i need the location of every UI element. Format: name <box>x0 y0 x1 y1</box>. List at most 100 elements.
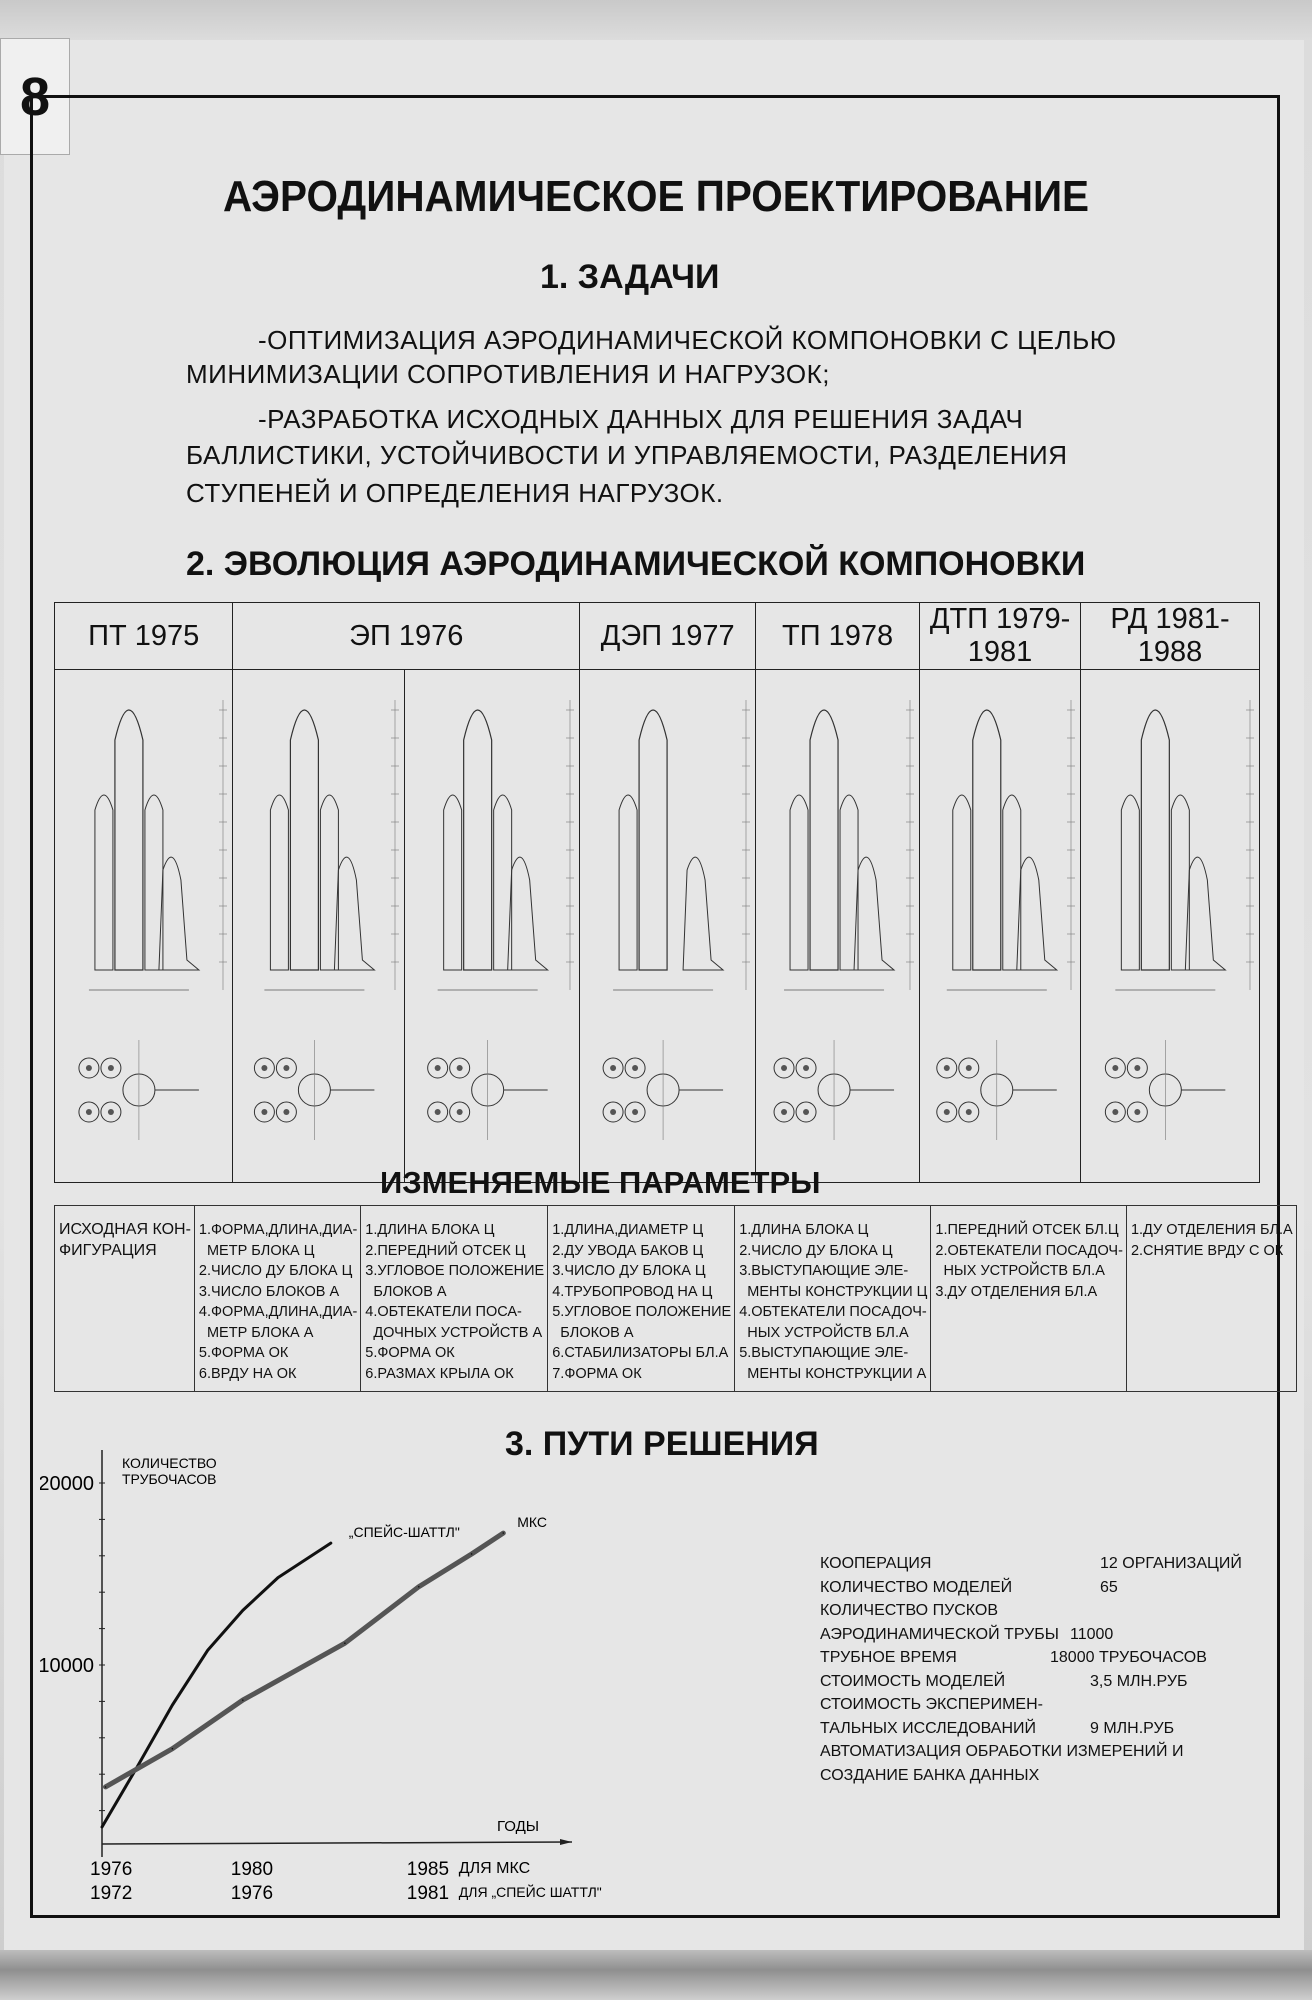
drawing-stroke <box>427 1101 449 1123</box>
drawing-stroke <box>1112 1065 1119 1071</box>
poster-title: АЭРОДИНАМИЧЕСКОЕ ПРОЕКТИРОВАНИЕ <box>222 172 1090 221</box>
data-point <box>418 1585 420 1588</box>
stat-label: АЭРОДИНАМИЧЕСКОЙ ТРУБЫ <box>820 1625 1059 1643</box>
y-tick-label: 10000 <box>40 1655 94 1677</box>
drawing-stroke <box>965 1109 972 1115</box>
stat-row: СОЗДАНИЕ БАНКА ДАННЫХ <box>820 1764 1184 1788</box>
drawing-stroke <box>943 1109 950 1115</box>
poster-bottom-rod <box>0 1950 1312 2000</box>
drawing-stroke <box>114 709 144 971</box>
series-label: „СПЕЙС-ШАТТЛ" <box>349 1523 460 1540</box>
drawing-stroke <box>610 1065 617 1071</box>
stat-label: СОЗДАНИЕ БАНКА ДАННЫХ <box>820 1766 1040 1784</box>
task-line: МИНИМИЗАЦИИ СОПРОТИВЛЕНИЯ И НАГРУЗОК; <box>186 359 830 389</box>
rocket-drawing <box>427 700 575 1140</box>
drawing-stroke <box>1016 856 1059 971</box>
stat-label: КОЛИЧЕСТВО ПУСКОВ <box>820 1602 999 1619</box>
drawing-stroke <box>78 1101 100 1123</box>
drawing-stroke <box>952 794 972 971</box>
task-line: СТУПЕНЕЙ И ОПРЕДЕЛЕНИЯ НАГРУЗОК. <box>186 478 724 508</box>
drawing-stroke <box>602 1057 624 1079</box>
drawing-stroke <box>803 1109 810 1115</box>
drawing-stroke <box>283 1109 290 1115</box>
drawing-stroke <box>107 1065 114 1071</box>
stat-label: ТАЛЬНЫХ ИССЛЕДОВАНИЙ <box>820 1719 1036 1737</box>
drawing-stroke <box>795 1101 817 1123</box>
drawing-cell <box>404 669 581 1183</box>
drawing-stroke <box>1002 794 1022 971</box>
stat-value: 11000 <box>1070 1625 1114 1643</box>
drawing-stroke <box>94 794 114 971</box>
stage-header: РД 1981-1988 <box>1080 602 1260 670</box>
drawing-stroke <box>276 1101 298 1123</box>
series-label: МКС <box>517 1514 547 1530</box>
drawing-stroke <box>1134 1109 1141 1115</box>
drawing-stroke <box>781 1065 788 1071</box>
drawing-stroke <box>958 1057 980 1079</box>
rocket-drawing <box>936 700 1076 1140</box>
y-tick-label: 20000 <box>40 1473 94 1495</box>
drawing-cell <box>579 669 757 1183</box>
drawing-stroke <box>943 1065 950 1071</box>
drawing-stroke <box>144 794 164 971</box>
drawing-stroke <box>853 856 896 971</box>
rocket-drawing <box>602 700 751 1140</box>
drawing-stroke <box>624 1057 646 1079</box>
drawing-stroke <box>254 1057 276 1079</box>
x-tick-label-mks: 1976 <box>90 1859 132 1880</box>
drawing-stroke <box>638 709 668 971</box>
stat-row: АЭРОДИНАМИЧЕСКОЙ ТРУБЫ 11000 <box>820 1623 1184 1647</box>
drawing-stroke <box>493 794 513 971</box>
drawing-stroke <box>1134 1065 1141 1071</box>
stage-header: ПТ 1975 <box>53 602 234 670</box>
drawing-cell <box>1080 669 1260 1183</box>
params-table: ИСХОДНАЯ КОН- ФИГУРАЦИЯ 1.ФОРМА,ДЛИНА,ДИ… <box>54 1205 1297 1392</box>
drawing-stroke <box>334 856 377 971</box>
drawing-stroke <box>773 1057 795 1079</box>
x-tick-label-shuttle: 1981 <box>407 1883 449 1904</box>
stat-label: АВТОМАТИЗАЦИЯ ОБРАБОТКИ ИЗМЕРЕНИЙ И <box>820 1743 1184 1760</box>
drawing-stroke <box>618 794 638 971</box>
section3-heading: 3. ПУТИ РЕШЕНИЯ <box>505 1425 819 1463</box>
drawing-stroke <box>449 1057 471 1079</box>
drawing-stroke <box>632 1109 639 1115</box>
stat-value: 12 ОРГАНИЗАЦИЙ <box>1100 1555 1242 1572</box>
drawing-stroke <box>632 1065 639 1071</box>
drawing-stroke <box>624 1101 646 1123</box>
stat-label: КОЛИЧЕСТВО МОДЕЛЕЙ <box>820 1578 1013 1596</box>
data-point <box>171 1747 174 1750</box>
data-point <box>344 1642 346 1644</box>
drawing-stroke <box>254 1101 276 1123</box>
drawing-stroke <box>1104 1057 1126 1079</box>
drawing-stroke <box>1140 709 1170 971</box>
rocket-drawing <box>1104 700 1254 1140</box>
drawing-stroke <box>456 1109 463 1115</box>
drawing-stroke <box>100 1057 122 1079</box>
rocket-drawing <box>254 700 400 1140</box>
data-point <box>104 1786 107 1788</box>
drawing-stroke <box>1112 1109 1119 1115</box>
drawing-stroke <box>463 709 493 971</box>
rocket-drawing <box>773 700 915 1140</box>
stat-value: 3,5 МЛН.РУБ <box>1090 1672 1188 1690</box>
data-point <box>470 1553 473 1555</box>
task-line: -РАЗРАБОТКА ИСХОДНЫХ ДАННЫХ ДЛЯ РЕШЕНИЯ … <box>258 404 1024 434</box>
drawing-cell <box>755 669 921 1183</box>
drawing-stroke <box>261 1065 268 1071</box>
data-point <box>502 1532 505 1534</box>
stage-header: ЭП 1976 <box>232 602 581 670</box>
drawing-stroke <box>261 1109 268 1115</box>
section2-heading: 2. ЭВОЛЮЦИЯ АЭРОДИНАМИЧЕСКОЙ КОМПОНОВКИ <box>186 545 1086 583</box>
drawing-stroke <box>795 1057 817 1079</box>
x-tick-label-shuttle: 1976 <box>231 1883 273 1904</box>
drawing-stroke <box>507 856 550 971</box>
section1-heading: 1. ЗАДАЧИ <box>540 258 720 296</box>
drawing-stroke <box>839 794 859 971</box>
params-cell: 1.ДУ ОТДЕЛЕНИЯ БЛ.А 2.СНЯТИЕ ВРДУ С ОК <box>1125 1205 1297 1392</box>
drawing-stroke <box>1104 1101 1126 1123</box>
drawing-stroke <box>85 1065 92 1071</box>
